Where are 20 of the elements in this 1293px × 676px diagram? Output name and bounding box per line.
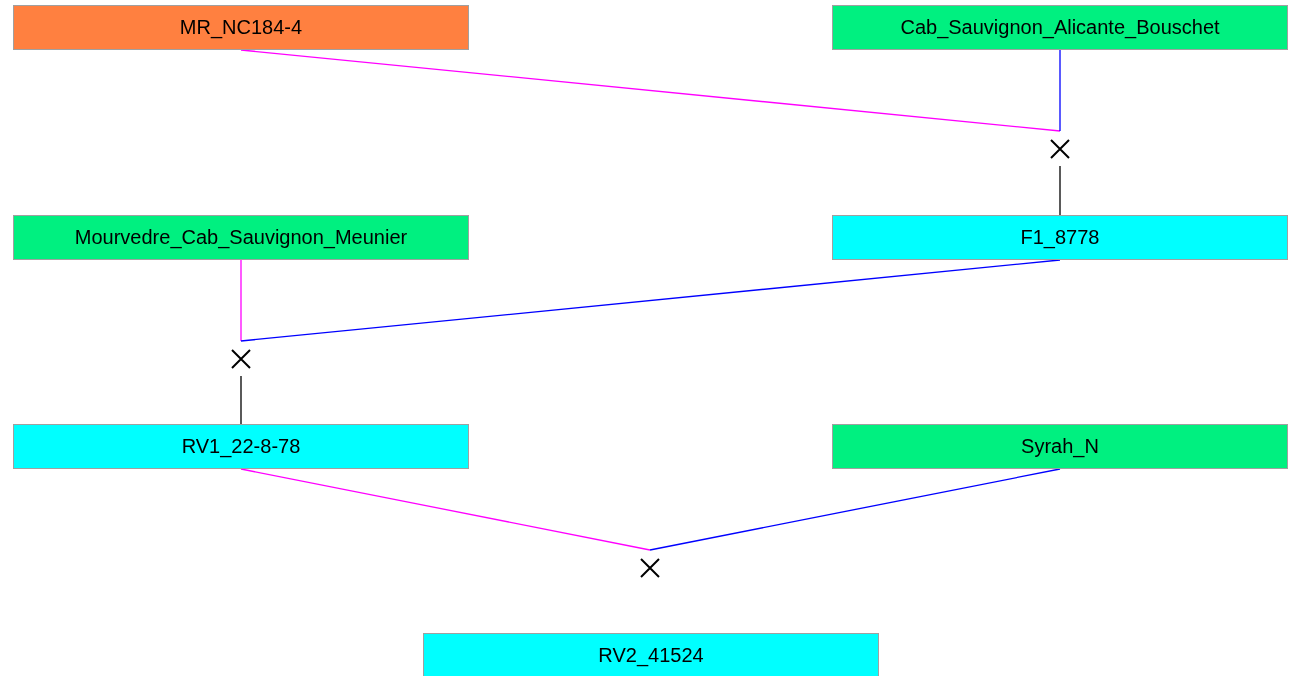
variety-label: Mourvedre_Cab_Sauvignon_Meunier	[74, 226, 408, 249]
variety-label: RV2_41524	[598, 644, 704, 667]
variety-box	[423, 633, 879, 676]
pedigree-line	[1059, 49, 1061, 132]
variety-box	[13, 5, 469, 50]
variety-label: Syrah_N	[1021, 435, 1099, 458]
pedigree-line	[240, 259, 242, 342]
variety-box	[832, 424, 1288, 469]
variety-box	[13, 424, 469, 469]
pedigree-line	[649, 468, 1061, 551]
variety-label: F1_8778	[1020, 226, 1100, 249]
pedigree-line	[240, 375, 242, 425]
pedigree-line	[1059, 165, 1061, 216]
variety-label: Cab_Sauvignon_Alicante_Bouschet	[900, 16, 1220, 39]
variety-label: MR_NC184-4	[179, 16, 303, 39]
variety-box	[832, 5, 1288, 50]
variety-box	[832, 215, 1288, 260]
pedigree-line	[240, 468, 651, 551]
variety-label: RV1_22-8-78	[181, 435, 301, 458]
variety-box	[13, 215, 469, 260]
